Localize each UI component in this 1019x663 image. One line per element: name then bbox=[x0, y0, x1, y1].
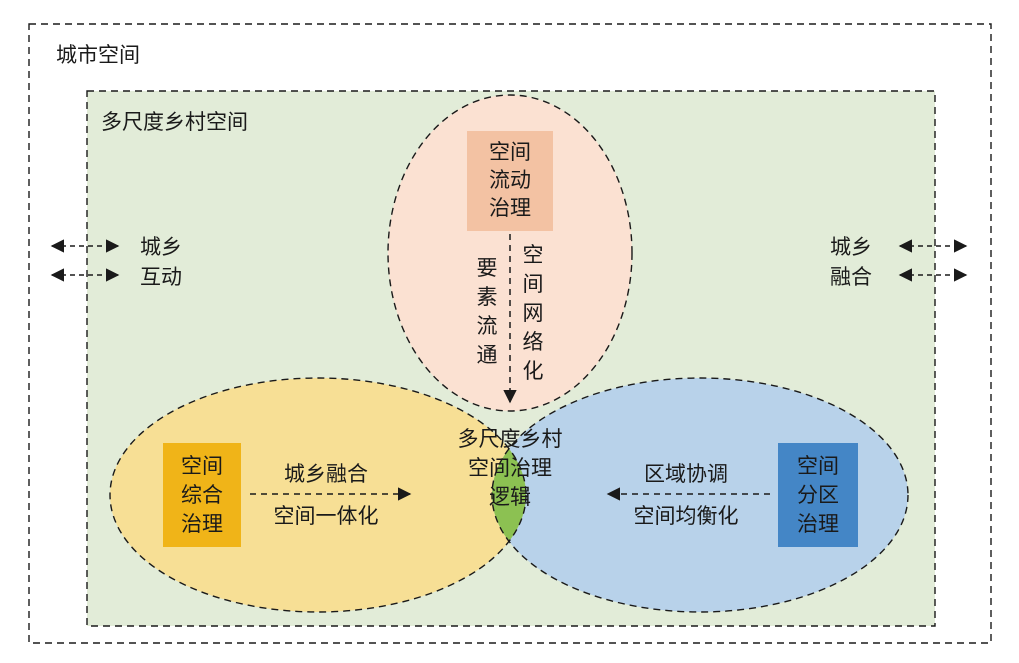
center-logic-line1: 多尺度乡村 bbox=[458, 427, 563, 451]
left-side-label-1: 城乡 bbox=[140, 235, 182, 259]
comprehensive-governance-box bbox=[163, 443, 241, 547]
zoning-governance-box bbox=[778, 443, 858, 547]
element-flow-char: 素 bbox=[477, 285, 498, 309]
zoning-governance-line1: 空间 bbox=[797, 454, 839, 478]
comprehensive-governance-line1: 空间 bbox=[181, 454, 223, 478]
flow-governance-line2: 流动 bbox=[489, 168, 531, 192]
top-ellipse bbox=[388, 95, 632, 411]
right-arrow-top-label: 区域协调 bbox=[644, 462, 728, 486]
element-flow-char: 要 bbox=[477, 256, 498, 280]
left-ellipse bbox=[110, 378, 526, 612]
left-ellipse-outline bbox=[109, 377, 527, 613]
left-arrow-bottom-label: 空间一体化 bbox=[274, 504, 379, 528]
zoning-governance-line3: 治理 bbox=[797, 512, 839, 536]
comprehensive-governance-line2: 综合 bbox=[181, 483, 223, 507]
spatial-networking-char: 间 bbox=[523, 272, 544, 296]
spatial-networking-char: 空 bbox=[523, 243, 544, 267]
spatial-networking-char: 络 bbox=[523, 330, 544, 354]
spatial-networking-char: 网 bbox=[523, 301, 544, 325]
center-logic-line3: 逻辑 bbox=[489, 485, 531, 509]
left-side-label-2: 互动 bbox=[140, 265, 182, 289]
flow-governance-box bbox=[467, 131, 553, 231]
zoning-governance-line2: 分区 bbox=[797, 483, 839, 507]
urban-space-label: 城市空间 bbox=[56, 43, 140, 67]
rural-space-label: 多尺度乡村空间 bbox=[101, 110, 248, 134]
left-arrow-top-label: 城乡融合 bbox=[284, 462, 368, 486]
right-side-label-2: 融合 bbox=[830, 265, 872, 289]
flow-governance-line3: 治理 bbox=[489, 196, 531, 220]
right-ellipse bbox=[492, 378, 908, 612]
right-ellipse-outline bbox=[491, 377, 909, 613]
right-side-label-1: 城乡 bbox=[830, 235, 872, 259]
spatial-networking-char: 化 bbox=[523, 359, 544, 383]
right-arrow-bottom-label: 空间均衡化 bbox=[634, 504, 739, 528]
flow-governance-line1: 空间 bbox=[489, 140, 531, 164]
comprehensive-governance-line3: 治理 bbox=[181, 512, 223, 536]
element-flow-char: 流 bbox=[477, 314, 498, 338]
center-logic-line2: 空间治理 bbox=[468, 456, 552, 480]
top-ellipse-outline bbox=[387, 94, 633, 412]
element-flow-char: 通 bbox=[477, 343, 498, 367]
